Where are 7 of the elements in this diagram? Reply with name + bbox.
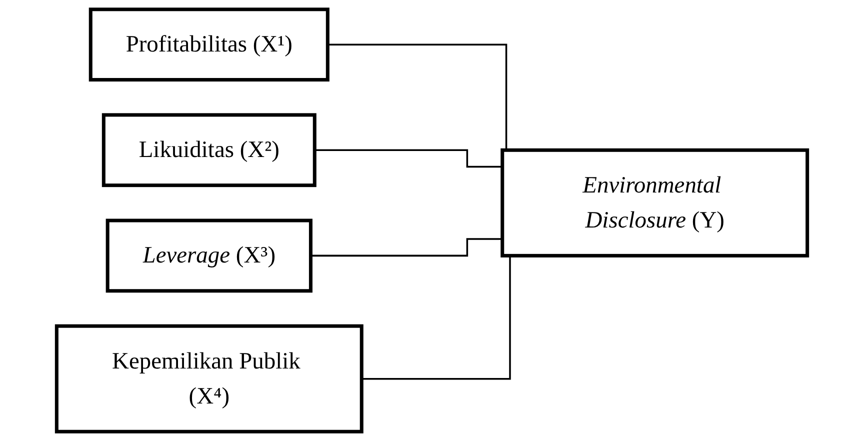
node-box: Likuiditas (X²) (102, 113, 316, 188)
node-box: Leverage (X³) (106, 218, 312, 293)
connector (314, 149, 502, 168)
connector (310, 238, 502, 257)
node-box: Kepemilikan Publik (X⁴) (54, 324, 364, 434)
node-box: Environmental Disclosure (Y) (500, 148, 810, 258)
node-box: Profitabilitas (X¹) (88, 8, 330, 82)
